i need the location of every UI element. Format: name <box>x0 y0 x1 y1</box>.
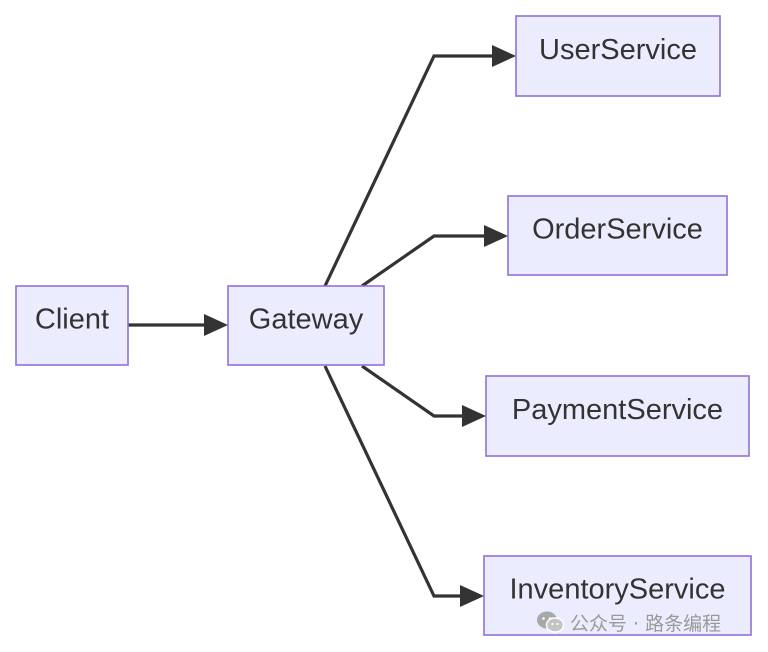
node-box <box>485 375 750 457</box>
wechat-icon <box>537 611 564 633</box>
node-client: Client <box>15 285 129 366</box>
edge-gateway-to-user <box>323 45 516 287</box>
edges-layer <box>128 45 516 607</box>
edge-line <box>361 364 464 418</box>
node-label: Client <box>35 304 109 336</box>
node-box <box>515 15 721 97</box>
arrowhead-icon <box>484 225 508 247</box>
arrowhead-icon <box>462 405 486 427</box>
node-order: OrderService <box>507 195 728 276</box>
arrowhead-icon <box>492 45 516 67</box>
edge-gateway-to-order <box>361 225 508 288</box>
edge-gateway-to-payment <box>361 364 486 427</box>
arrowhead-icon <box>204 314 228 336</box>
node-label: PaymentService <box>512 394 723 426</box>
edge-client-to-gateway <box>128 314 228 336</box>
edge-line <box>323 54 494 287</box>
node-label: InventoryService <box>510 574 726 606</box>
node-box <box>15 285 129 366</box>
node-label: Gateway <box>249 304 364 336</box>
edge-line <box>323 365 462 598</box>
node-label: OrderService <box>532 214 703 246</box>
node-label: UserService <box>539 34 697 66</box>
watermark-text: 公众号 · 路条编程 <box>570 612 722 635</box>
nodes-layer: Client Gateway UserServiceOrderServicePaym… <box>15 15 752 636</box>
edge-line <box>361 234 486 288</box>
watermark: 公众号 · 路条编程 <box>536 608 721 636</box>
node-box <box>227 285 385 366</box>
node-box <box>507 195 728 276</box>
node-user: UserService <box>515 15 721 97</box>
node-payment: PaymentService <box>485 375 750 457</box>
node-gateway: Gateway <box>227 285 385 366</box>
node-box <box>483 555 752 636</box>
node-inventory: InventoryService <box>483 555 752 636</box>
edge-gateway-to-inventory <box>323 365 484 607</box>
arrowhead-icon <box>460 585 484 607</box>
